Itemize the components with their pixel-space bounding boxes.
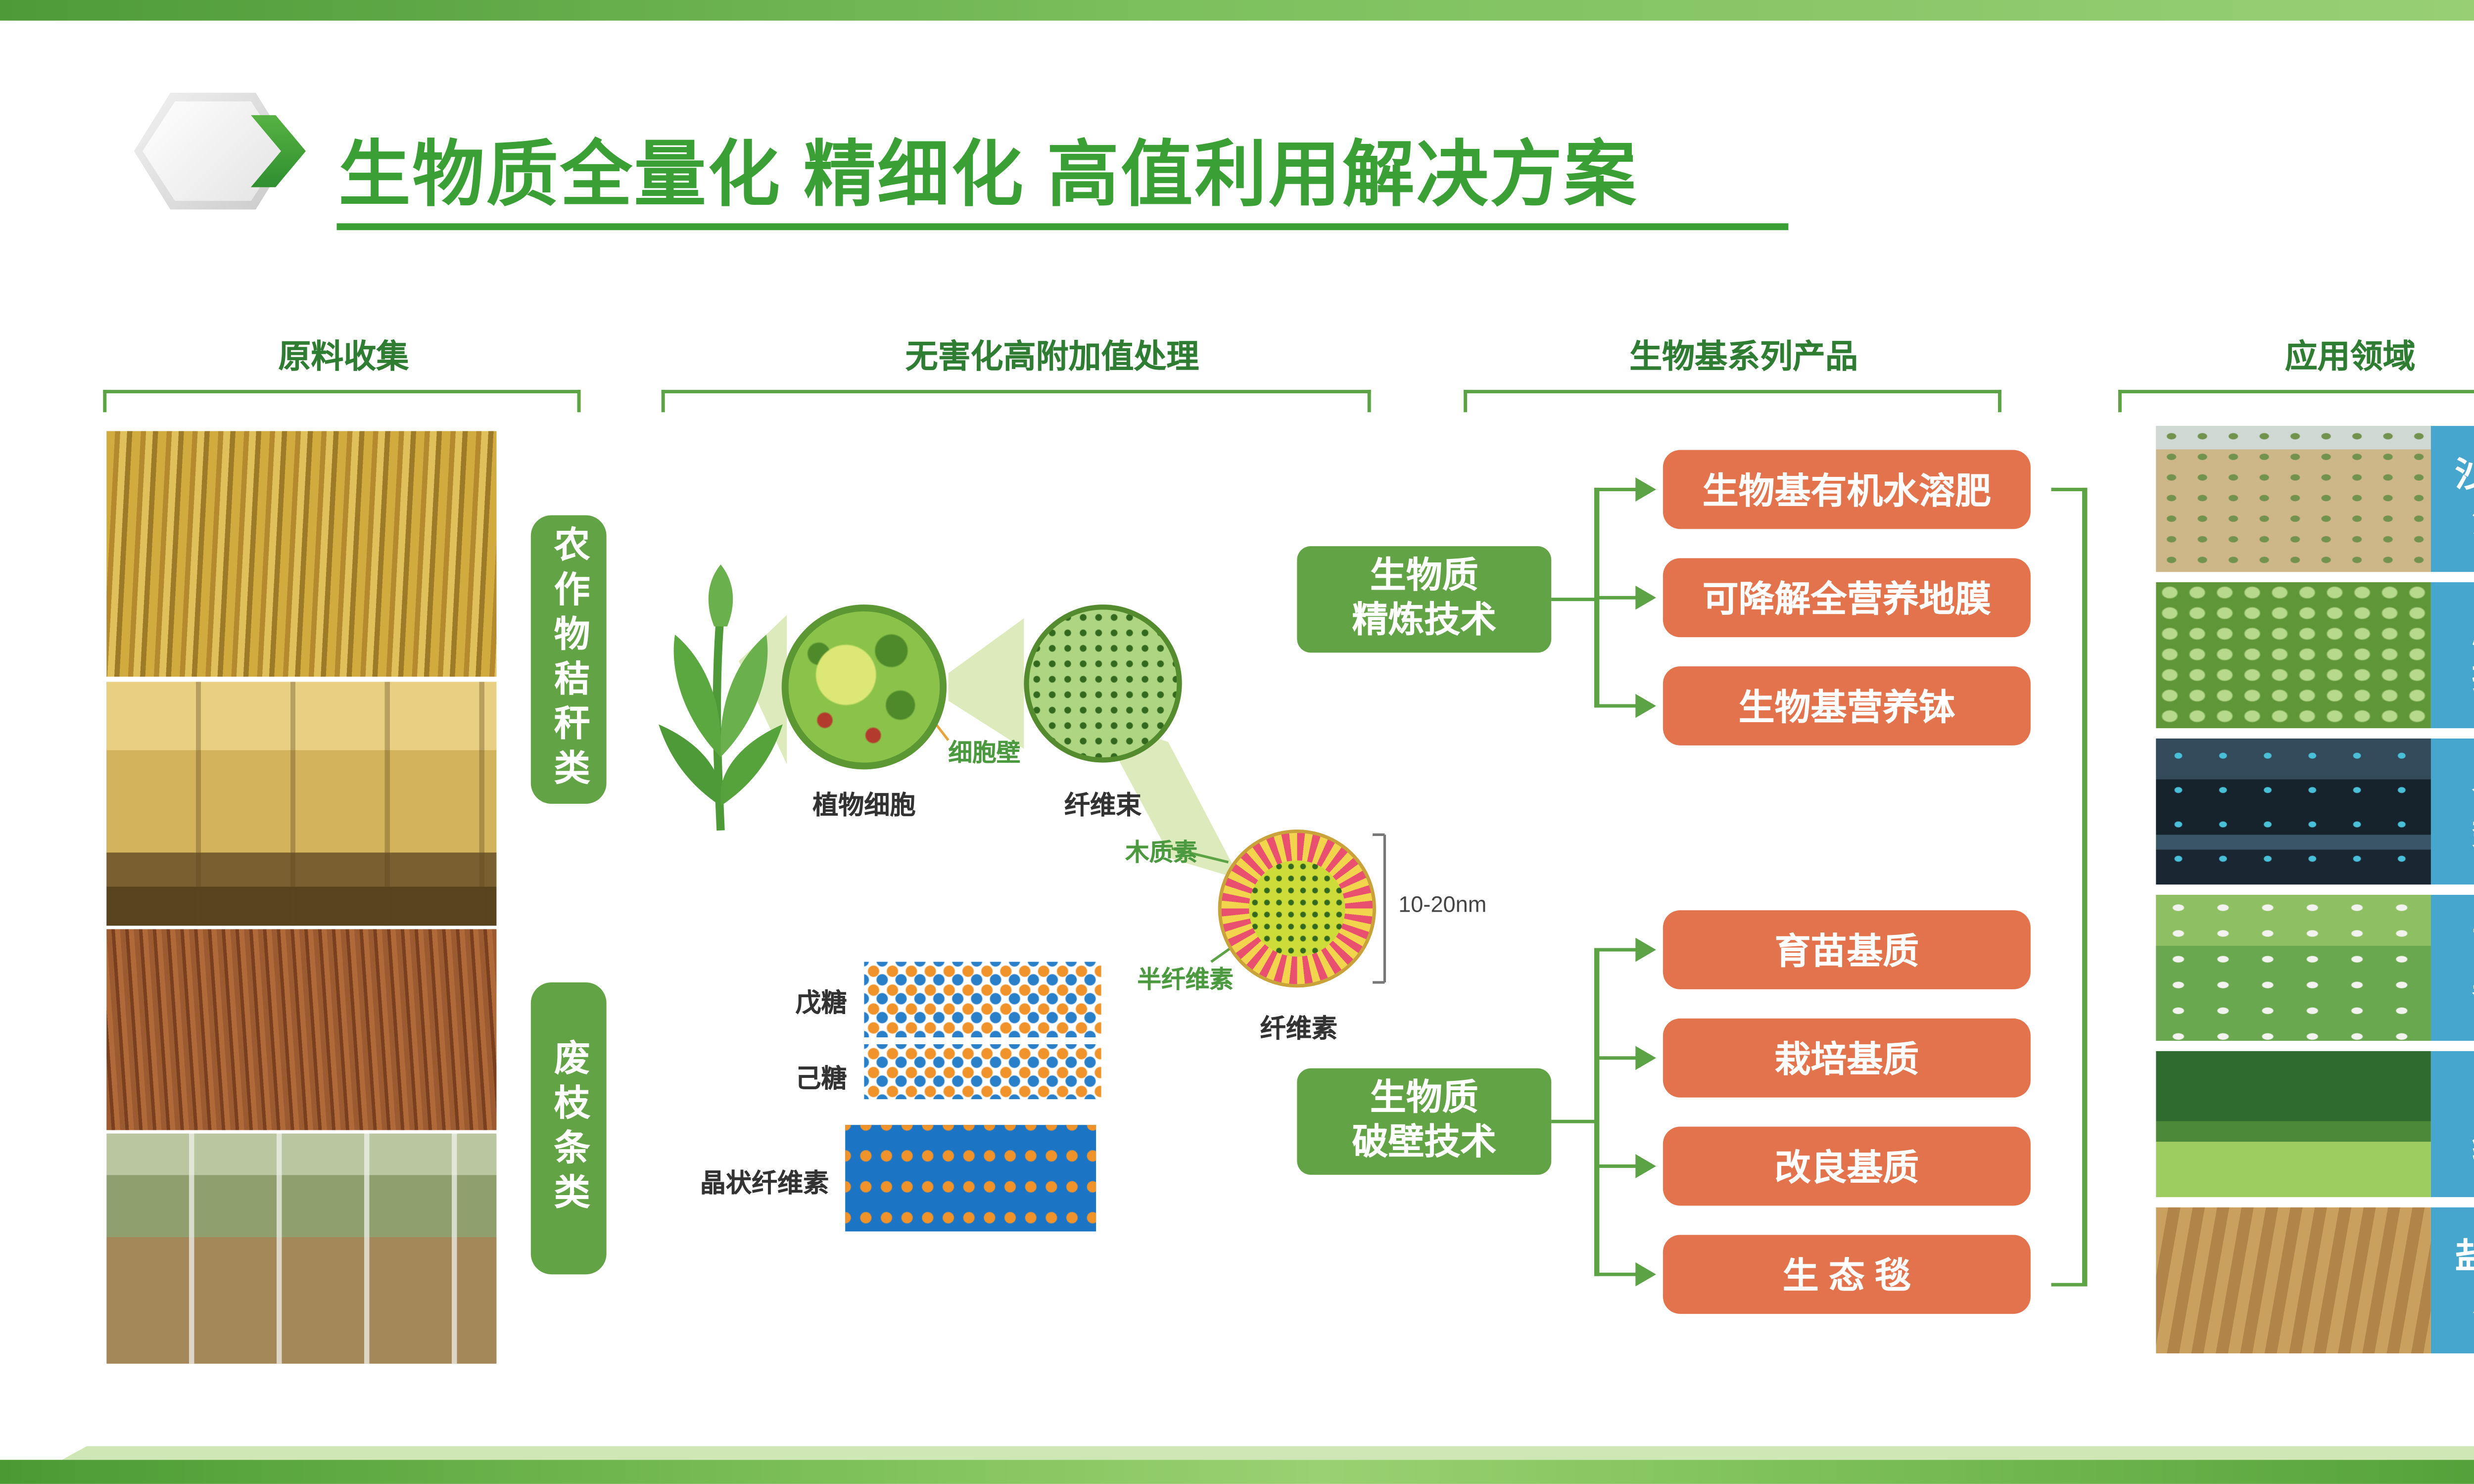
application-label: 盐碱地 改良: [2430, 1207, 2474, 1353]
plant-cell-illustration: [781, 604, 947, 770]
photo-crop-straw: [106, 431, 497, 677]
label-fiber-bundle: 纤维束: [1064, 791, 1142, 821]
section-bracket: [103, 390, 581, 413]
connector-line: [1594, 948, 1599, 1276]
connector-line: [2051, 1282, 2086, 1287]
top-bar: [0, 0, 2474, 21]
fiber-core: [1249, 860, 1345, 957]
photo-waste-branches: [106, 929, 497, 1130]
label-crystalline-cellulose: 晶状纤维素: [700, 1169, 829, 1199]
bottom-ribbon: [0, 1460, 2474, 1484]
application-label: 沙漠化 治理: [2430, 426, 2474, 572]
connector-line: [1594, 1164, 1639, 1168]
cell-breaking-tech-box: 生物质 破壁技术: [1297, 1068, 1552, 1175]
arrow-icon: [1635, 1046, 1657, 1070]
connector-line: [1594, 1056, 1639, 1061]
title-underline: [336, 223, 1789, 230]
arrow-icon: [1635, 694, 1657, 718]
fiber-cross-section-illustration: [1218, 829, 1377, 988]
application-label: 肥力 提升: [2430, 582, 2474, 729]
hexagon-icon: [134, 93, 306, 210]
photo-orchard-prunings: [106, 1133, 497, 1364]
connector-line: [1594, 487, 1639, 492]
photo-fertility-field: [2156, 582, 2431, 729]
arrow-icon: [1635, 1262, 1657, 1287]
application-label: 畜牧 养殖: [2430, 894, 2474, 1041]
arrow-icon: [1635, 585, 1657, 610]
label-cellulose: 纤维素: [1260, 1015, 1337, 1044]
label-plant-cell: 植物细胞: [812, 791, 916, 821]
plant-icon: [659, 564, 783, 831]
connector-line: [1594, 1272, 1639, 1277]
connector-line: [2082, 488, 2087, 1287]
label-pentose: 戊糖: [795, 989, 847, 1019]
photo-hay-bales: [106, 682, 497, 926]
section-header-processing: 无害化高附加值处理: [905, 340, 1199, 376]
molecule-chain-hexose: [864, 1044, 1101, 1100]
section-bracket: [2118, 390, 2474, 413]
product-button: 栽培基质: [1663, 1018, 2031, 1098]
application-label: 园林 绿化: [2430, 1051, 2474, 1197]
crystalline-cellulose-illustration: [845, 1125, 1096, 1232]
arrow-icon: [1635, 937, 1657, 962]
arrow-icon: [1635, 1154, 1657, 1178]
molecule-chain-pentose: [864, 962, 1101, 1038]
section-bracket: [661, 390, 1371, 413]
connector-line: [1594, 595, 1639, 600]
page-title: 生物质全量化 精细化 高值利用解决方案: [338, 134, 1638, 215]
product-button: 改良基质: [1663, 1126, 2031, 1206]
application-label: 农业 数据: [2430, 738, 2474, 885]
category-label-crop-straw: 农作物秸秆类: [530, 515, 607, 804]
refining-tech-box: 生物质 精炼技术: [1297, 546, 1552, 653]
photo-agriculture-data: [2156, 738, 2431, 885]
label-lignin: 木质素: [1125, 838, 1197, 866]
section-header-products: 生物基系列产品: [1629, 340, 1858, 376]
label-hemicellulose: 半纤维素: [1137, 965, 1234, 993]
product-button: 生物基有机水溶肥: [1663, 450, 2031, 529]
connector-line: [1551, 597, 1598, 602]
label-hexose: 己糖: [795, 1065, 847, 1094]
bottom-ribbon-highlight: [61, 1446, 2474, 1460]
product-button: 可降解全营养地膜: [1663, 558, 2031, 638]
product-button: 育苗基质: [1663, 910, 2031, 989]
category-label-waste-branches: 废枝条类: [530, 982, 607, 1275]
connector-line: [1594, 703, 1639, 708]
photo-saline-soil: [2156, 1207, 2431, 1353]
product-button: 生物基营养钵: [1663, 666, 2031, 745]
section-header-applications: 应用领域: [2284, 340, 2416, 376]
connector-line: [1551, 1119, 1598, 1124]
connector-line: [1594, 947, 1639, 952]
section-bracket: [1464, 390, 2001, 413]
label-scale: 10-20nm: [1398, 891, 1487, 918]
label-cell-wall: 细胞壁: [948, 738, 1021, 766]
photo-desert-control: [2156, 426, 2431, 572]
product-button: 生 态 毯: [1663, 1235, 2031, 1314]
connector-line: [2051, 487, 2086, 492]
section-header-collection: 原料收集: [278, 340, 409, 376]
arrow-icon: [1635, 477, 1657, 502]
fiber-bundle-illustration: [1024, 604, 1182, 763]
photo-garden-greening: [2156, 1051, 2431, 1197]
photo-livestock-grazing: [2156, 894, 2431, 1041]
